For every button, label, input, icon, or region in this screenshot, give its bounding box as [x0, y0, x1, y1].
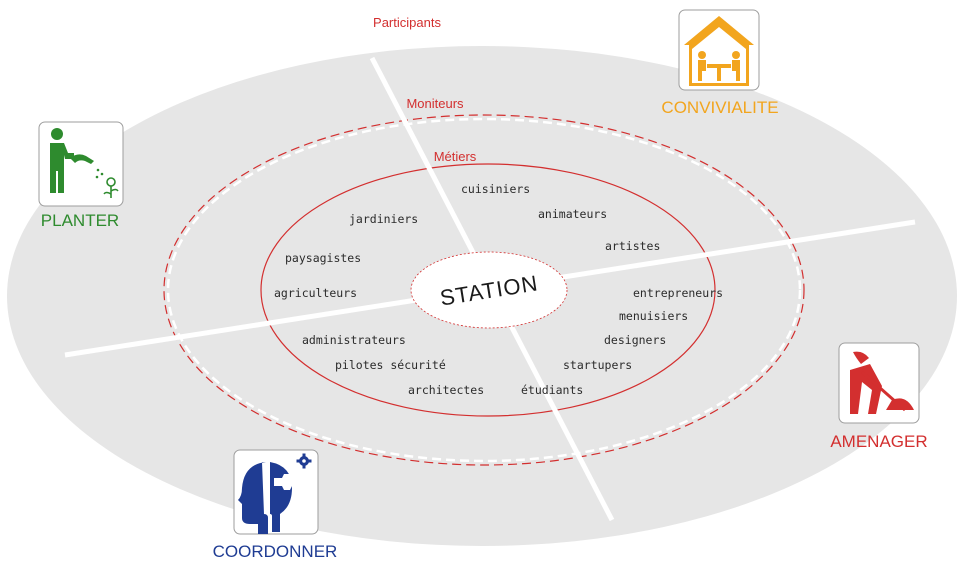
house-table-icon [678, 9, 760, 91]
activity-convivialite-label: CONVIVIALITE [661, 98, 778, 117]
job-artistes: artistes [605, 239, 660, 253]
job-startupers: startupers [563, 358, 632, 372]
participants-label: Participants [373, 15, 441, 30]
metiers-label: Métiers [434, 149, 477, 164]
job-cuisiniers: cuisiniers [461, 182, 530, 196]
job-menuisiers: menuisiers [619, 309, 688, 323]
activity-planter-label: PLANTER [41, 211, 119, 230]
job-paysagistes: paysagistes [285, 251, 361, 265]
head-gear-icon [233, 449, 319, 535]
worker-shovel-icon [838, 342, 920, 424]
job-pilotes: pilotes sécurité [335, 358, 446, 372]
job-etudiants: étudiants [521, 383, 583, 397]
metiers-ring [260, 163, 716, 417]
job-animateurs: animateurs [538, 207, 607, 221]
job-architectes: architectes [408, 383, 484, 397]
moniteurs-ring-outer-line [163, 114, 805, 466]
activity-coordonner-label: COORDONNER [213, 542, 338, 561]
job-jardiniers: jardiniers [349, 212, 418, 226]
moniteurs-label: Moniteurs [406, 96, 464, 111]
job-administrateurs: administrateurs [302, 333, 406, 347]
activity-amenager-label: AMENAGER [830, 432, 927, 451]
job-entrepreneurs: entrepreneurs [633, 286, 723, 300]
moniteurs-ring-white-line [166, 117, 802, 463]
job-agriculteurs: agriculteurs [274, 286, 357, 300]
job-designers: designers [604, 333, 666, 347]
station-center [410, 251, 568, 329]
gardener-watering-icon [38, 121, 124, 207]
